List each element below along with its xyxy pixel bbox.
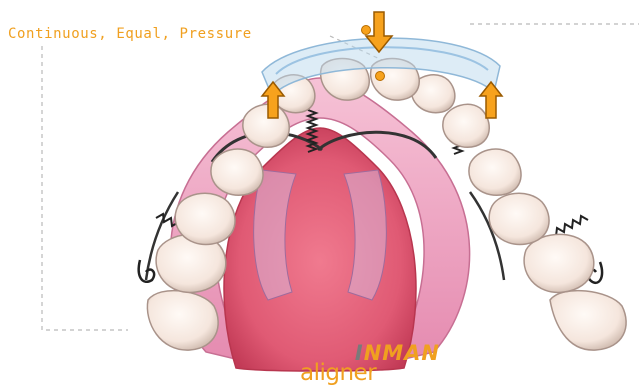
pressure-point-bottom (376, 72, 385, 81)
brand-logo-bottom: aligner (300, 360, 410, 386)
pressure-annotation-label: Continuous, Equal, Pressure (8, 26, 252, 42)
pressure-point-top (362, 26, 371, 35)
